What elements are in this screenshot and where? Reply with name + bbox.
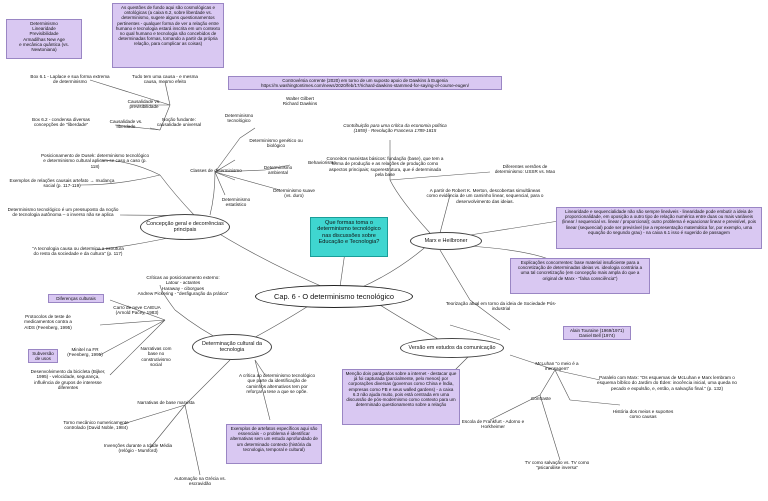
note-questoes-fundo: As questões de fundo aqui são cosmológic… (112, 3, 224, 68)
note-critica-det-cultural: A crítica ao determinismo tecnológico qu… (238, 373, 316, 394)
note-det-pressuposto: Determinismo tecnológico é um pressupost… (7, 207, 119, 218)
note-frankfurt: Escola de Frankfurt - Adorno e Horkheime… (461, 419, 525, 430)
note-dusek: Posicionamento de Dusek: determinismo te… (40, 153, 149, 169)
note-causalidade-prev: Causalidade vs. previsibilidade (127, 99, 161, 110)
note-box62: Box 6.2 - condensa diversas concepções d… (32, 117, 90, 128)
note-merton: A partir de Robert K. Merton, descoberta… (426, 188, 544, 204)
note-walter: Walter Gilbert Richard Dawkins (282, 96, 318, 107)
note-conceitos-marx: Conceitos marxistas básicos: fundação (b… (326, 156, 444, 177)
branch-concepcao[interactable]: Concepção geral e decorrências principai… (140, 214, 230, 240)
note-tudo-causa: Tudo tem uma causa - e mesma causa, mesm… (132, 74, 198, 85)
branch-versao[interactable]: Versão em estudos da comunicação (400, 338, 504, 358)
note-tecnologia-causa: "A tecnologia causa ou determina a estru… (32, 246, 124, 257)
note-criticas: Críticas ao posicionamento externo: Lato… (137, 275, 229, 296)
note-box61: Box 6.1 - Laplace e sua forma extrema de… (30, 74, 110, 85)
note-nocao-fundante: Noção fundante: causalidade universal (156, 117, 202, 128)
note-determinismo-list: Determinismo Linearidade Previsibilidade… (6, 19, 82, 59)
note-behaviorismo: Behaviorismo (308, 160, 336, 165)
note-det-genetico: Determinismo genético ou biológico (249, 138, 303, 149)
note-classes-det: Classes de determinismo (190, 168, 242, 173)
note-causalidade-lib: Causalidade vs. liberdade (109, 119, 143, 130)
note-paralelo: Paralelo com Marx: "Os esquemas de McLuh… (597, 375, 737, 391)
note-automacao: Automação na Grécia vs. escravidão (174, 476, 226, 487)
note-exemplos-rel: Exemplos de relações causais artefato → … (9, 178, 115, 189)
note-bicicleta: Desenvolvimento da bicicleta (Bijker, 19… (30, 369, 106, 390)
note-mencao: Menção dois parágrafos sobre a internet … (342, 369, 460, 425)
note-linearidade: Linearidade e sequencialidade não são se… (556, 207, 762, 249)
central-question: Que formas toma o determinismo tecnológi… (310, 217, 388, 257)
note-explicacoes: Explicações concorrentes: base material … (510, 258, 650, 294)
note-det-suave: Determinismo suave (vs. duro) (273, 188, 315, 199)
note-diferentes-versoes: Diferentes versões de determinismo: USSR… (494, 164, 556, 175)
note-contraste: Contraste (531, 396, 551, 401)
note-det-tecnologico: Determinismo tecnológico (224, 113, 254, 124)
central-topic[interactable]: Cap. 6 - O determinismo tecnológico (255, 285, 413, 308)
note-touraine: Alain Touraine (1969/1971) Daniel Bell (… (563, 326, 631, 340)
branch-determinacao[interactable]: Determinação cultural da tecnologia (192, 334, 272, 360)
note-tv-salvacao: TV como salvação vs. TV como "psicanális… (524, 460, 590, 471)
note-carro-neve: Carro de neve CAIEUA (Arnold Pacey, 1983… (113, 305, 161, 316)
note-mcluhan: McLuhan "o meio é a mensagem" (535, 361, 579, 372)
note-exemplos-artefatos: Exemplos de artefatos específicos aqui s… (226, 424, 322, 464)
note-contribuicao: Contribuição para uma crítica da economi… (343, 123, 447, 134)
note-diferencas-culturais: Diferenças culturais (48, 294, 104, 303)
note-det-estatistico: Determinismo estatístico (221, 197, 251, 208)
note-controversia: Controvérsia corrente (2020) em torno de… (228, 76, 502, 90)
note-narrativas-construtivismo: Narrativas com base no construtivismo so… (140, 346, 172, 367)
note-invencoes: Invenções durante a Idade Média (relógio… (103, 443, 173, 454)
note-historia-meios: História dos meios e suportes como causa… (612, 409, 674, 420)
note-narrativas-marxista: Narrativas de base marxista (137, 400, 195, 405)
note-subversao: Subversão de usos (28, 349, 58, 363)
note-protocolos: Protocolos de teste de medicamentos cont… (24, 314, 72, 330)
note-torno-mecanico: Torno mecânico numericamente controlado … (63, 420, 129, 431)
note-teorizacao: Teorização atual em torno da ideia de So… (445, 301, 557, 312)
note-minitel: Minitel na FR (Feenberg, 1995) (67, 347, 103, 358)
note-det-ambiental: Determinismo ambiental (263, 165, 293, 176)
branch-marx[interactable]: Marx e Heilbroner (410, 232, 482, 250)
